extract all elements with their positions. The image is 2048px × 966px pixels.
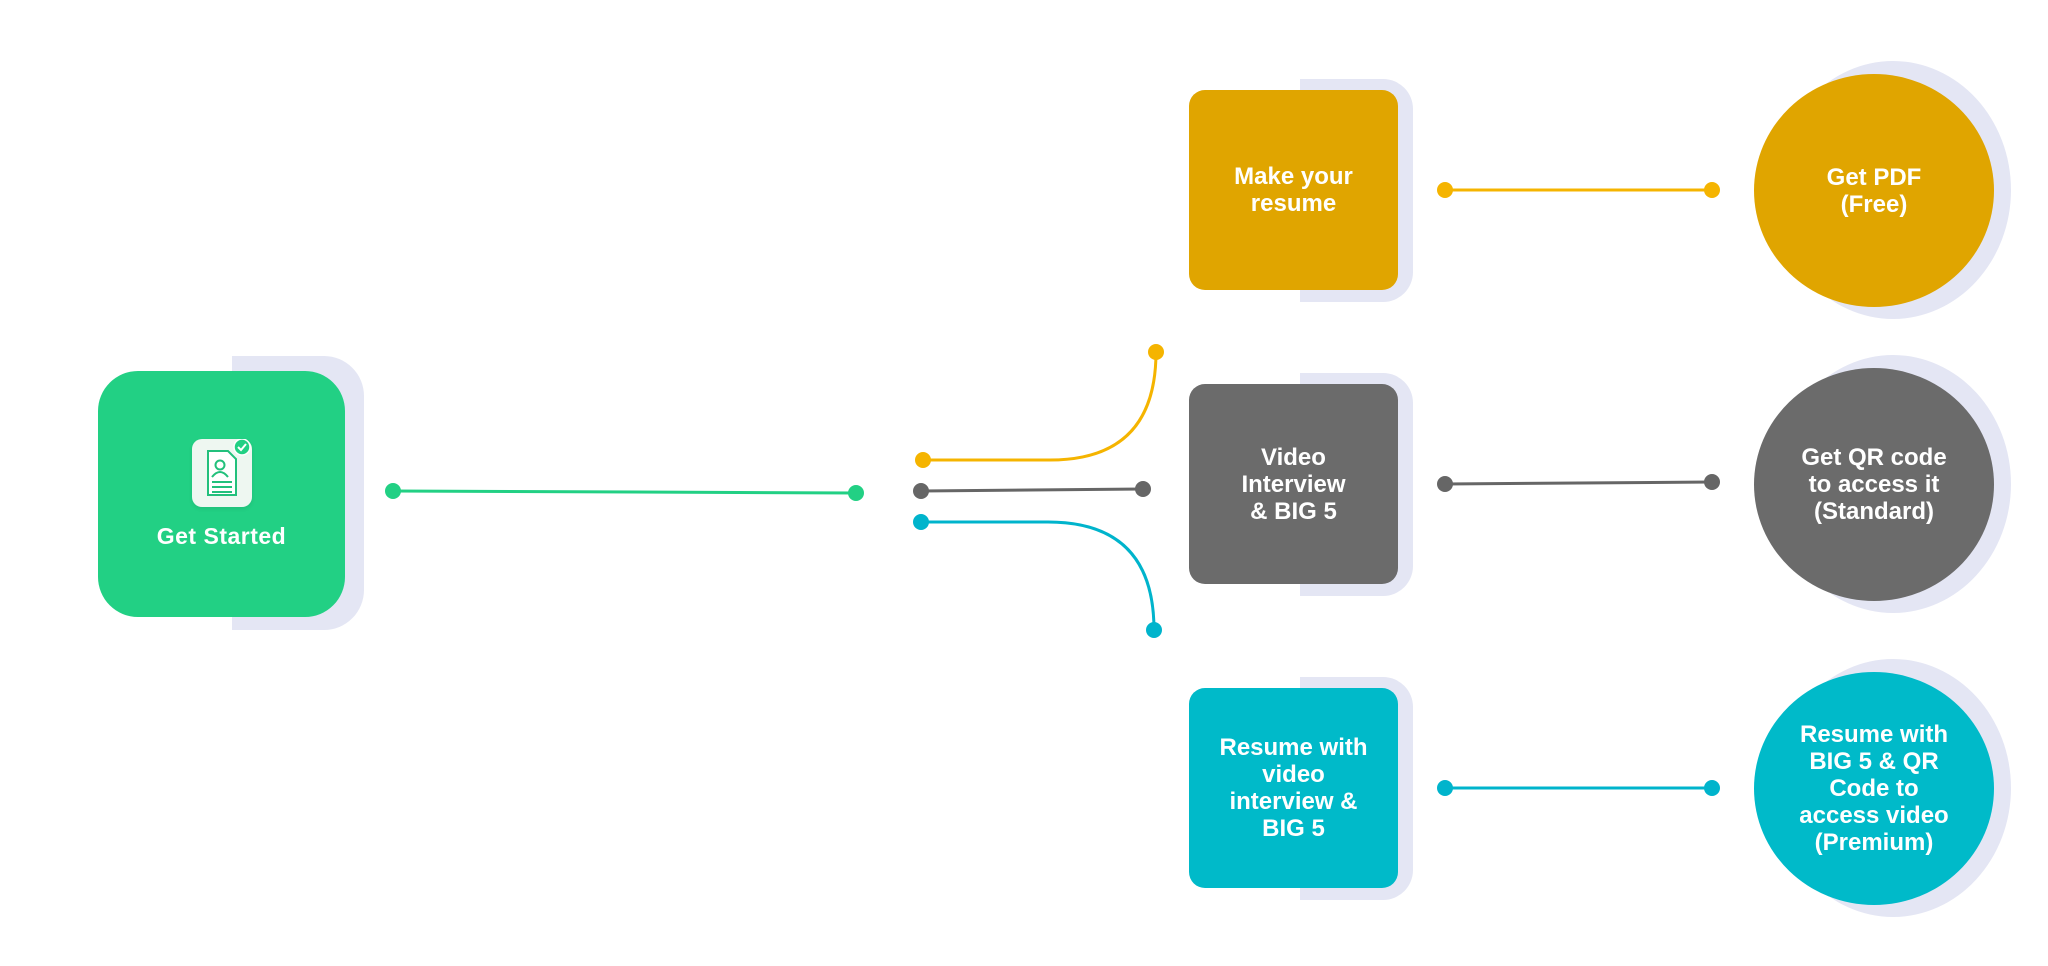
step-resume-video-big5-label: Resume with video interview & BIG 5: [1219, 734, 1368, 842]
outcome-yellow-end-dot: [1704, 182, 1720, 198]
step-make-resume-label: Make your resume: [1234, 163, 1353, 217]
branch-yellow-end-dot: [1148, 344, 1164, 360]
step-resume-video-big5[interactable]: Resume with video interview & BIG 5: [1189, 688, 1398, 888]
outcome-get-qr-label: Get QR code to access it (Standard): [1801, 444, 1947, 525]
get-started-label: Get Started: [156, 522, 287, 549]
branch-gray-end-dot: [1135, 481, 1151, 497]
get-started-button[interactable]: Get Started: [98, 371, 345, 617]
outcome-get-pdf-label: Get PDF (Free): [1826, 163, 1922, 218]
outcome-connector-gray: [1444, 480, 1713, 486]
branch-gray-start-dot: [913, 483, 929, 499]
branch-teal-start-dot: [913, 514, 929, 530]
outcome-yellow-start-dot: [1437, 182, 1453, 198]
outcome-teal-end-dot: [1704, 780, 1720, 796]
start-connector-end-dot: [848, 485, 864, 501]
outcome-get-pdf[interactable]: Get PDF (Free): [1754, 74, 1994, 307]
start-connector-start-dot: [385, 483, 401, 499]
start-connector: [392, 489, 857, 495]
outcome-get-qr[interactable]: Get QR code to access it (Standard): [1754, 368, 1994, 601]
branch-yellow-start-dot: [915, 452, 931, 468]
step-video-interview-label: Video Interview & BIG 5: [1241, 443, 1346, 525]
outcome-premium[interactable]: Resume with BIG 5 & QR Code to access vi…: [1754, 672, 1994, 905]
outcome-gray-start-dot: [1437, 476, 1453, 492]
branch-connector-teal: [921, 520, 1156, 631]
step-make-resume[interactable]: Make your resume: [1189, 90, 1398, 290]
branch-connector-yellow: [923, 351, 1158, 462]
resume-check-icon: [191, 438, 252, 507]
branch-connector-gray: [920, 487, 1144, 493]
outcome-teal-start-dot: [1437, 780, 1453, 796]
outcome-gray-end-dot: [1704, 474, 1720, 490]
outcome-premium-label: Resume with BIG 5 & QR Code to access vi…: [1799, 721, 1949, 856]
branch-teal-end-dot: [1146, 622, 1162, 638]
step-video-interview[interactable]: Video Interview & BIG 5: [1189, 384, 1398, 584]
